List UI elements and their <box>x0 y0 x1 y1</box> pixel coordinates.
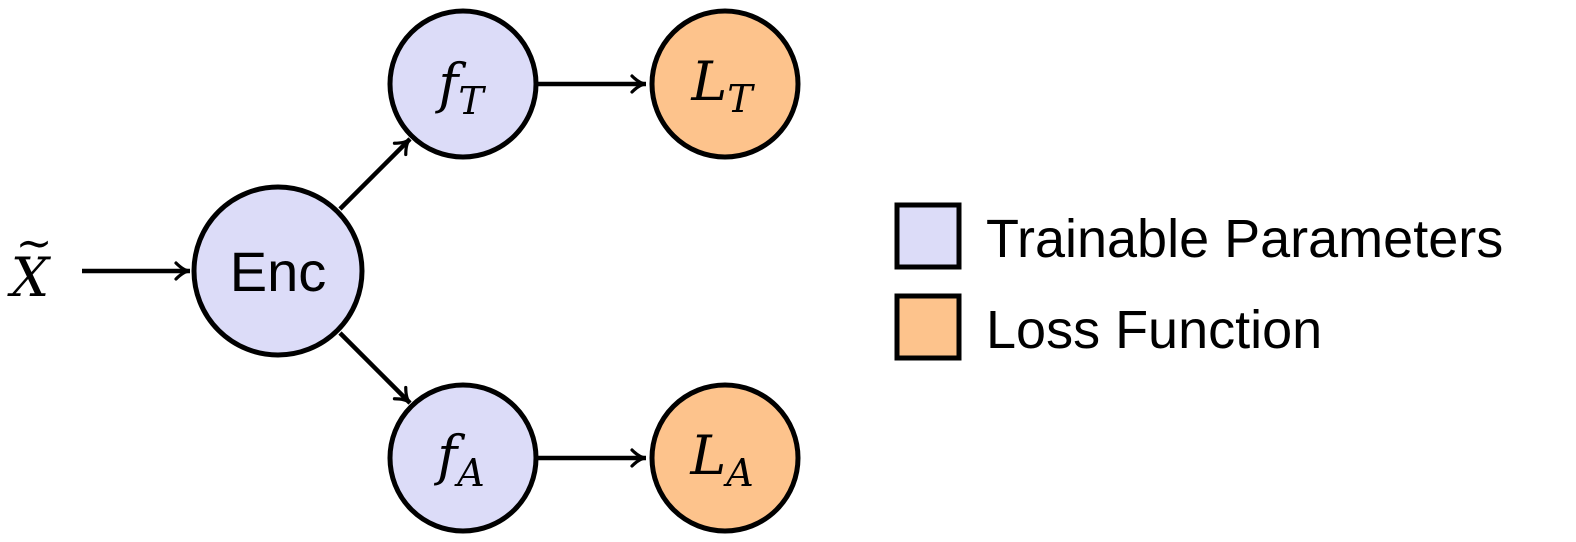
legend-label-loss: Loss Function <box>986 300 1322 360</box>
node-l-t-circle <box>649 8 801 160</box>
legend-swatch-loss <box>894 293 962 361</box>
input-tilde: ~ <box>16 218 53 269</box>
node-l-t-base: L <box>690 50 727 113</box>
node-l-a-sub: A <box>723 451 753 495</box>
node-l-a: LA <box>649 382 801 534</box>
node-enc-circle <box>191 184 365 358</box>
edges <box>82 74 647 468</box>
node-f-a-sub: A <box>454 451 484 495</box>
node-l-a-circle <box>649 382 801 534</box>
node-enc: Enc <box>191 184 365 358</box>
svg-text:LT: LT <box>690 50 755 121</box>
node-f-a: fA <box>387 382 539 534</box>
legend-label-trainable: Trainable Parameters <box>986 209 1503 269</box>
node-f-t-circle <box>387 8 539 160</box>
legend-item-loss: Loss Function <box>894 293 1322 361</box>
node-f-t-sub: T <box>458 79 486 123</box>
node-f-a-circle <box>387 382 539 534</box>
node-l-a-base: L <box>689 424 726 487</box>
input-symbol: X <box>7 246 52 309</box>
edge-enc-to-f-t <box>338 137 412 211</box>
legend-item-trainable: Trainable Parameters <box>894 202 1503 270</box>
node-f-t: fT <box>387 8 539 160</box>
node-enc-label: Enc <box>230 240 327 303</box>
input-node: ~ X <box>7 218 53 309</box>
node-l-t-sub: T <box>727 77 755 121</box>
legend-swatch-trainable <box>894 202 962 270</box>
node-l-t: LT <box>649 8 801 160</box>
legend: Trainable Parameters Loss Function <box>894 202 1503 361</box>
svg-text:LA: LA <box>689 424 753 495</box>
edge-enc-to-f-a <box>338 331 412 405</box>
